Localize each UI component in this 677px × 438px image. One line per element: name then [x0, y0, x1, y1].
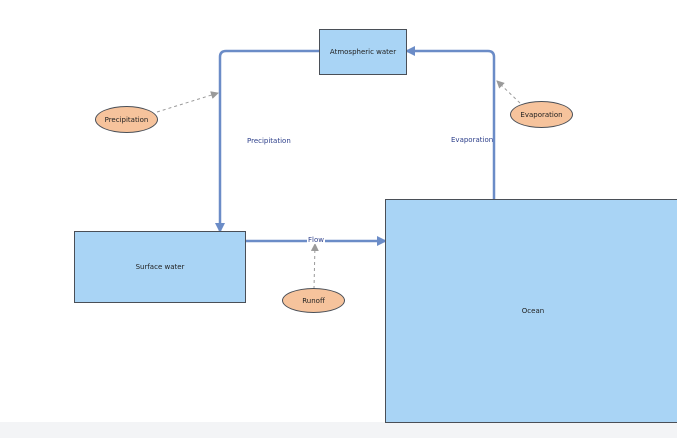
flow-edge-label: Flow: [307, 236, 325, 244]
runoff-annotation[interactable]: Runoff: [282, 288, 345, 313]
canvas-bottom-strip: [0, 422, 677, 438]
evaporation-annotation-connector: [496, 80, 521, 104]
precipitation-annotation-connector: [156, 91, 219, 113]
surface-water-label: Surface water: [135, 263, 185, 271]
evaporation-edge-label: Evaporation: [451, 136, 494, 144]
evaporation-annotation-label: Evaporation: [520, 110, 563, 119]
runoff-annotation-label: Runoff: [302, 296, 325, 305]
surface-water-node[interactable]: Surface water: [74, 231, 246, 303]
precipitation-arrow: [215, 49, 319, 233]
atmospheric-water-label: Atmospheric water: [329, 48, 397, 56]
evaporation-annotation[interactable]: Evaporation: [510, 101, 573, 128]
precipitation-annotation[interactable]: Precipitation: [95, 106, 158, 133]
ocean-node[interactable]: Ocean: [385, 199, 677, 423]
atmospheric-water-node[interactable]: Atmospheric water: [319, 29, 407, 75]
runoff-annotation-connector: [310, 243, 319, 290]
ocean-label: Ocean: [521, 307, 545, 315]
evaporation-arrow: [405, 46, 496, 199]
precipitation-annotation-label: Precipitation: [104, 115, 149, 124]
precipitation-edge-label: Precipitation: [247, 137, 291, 145]
